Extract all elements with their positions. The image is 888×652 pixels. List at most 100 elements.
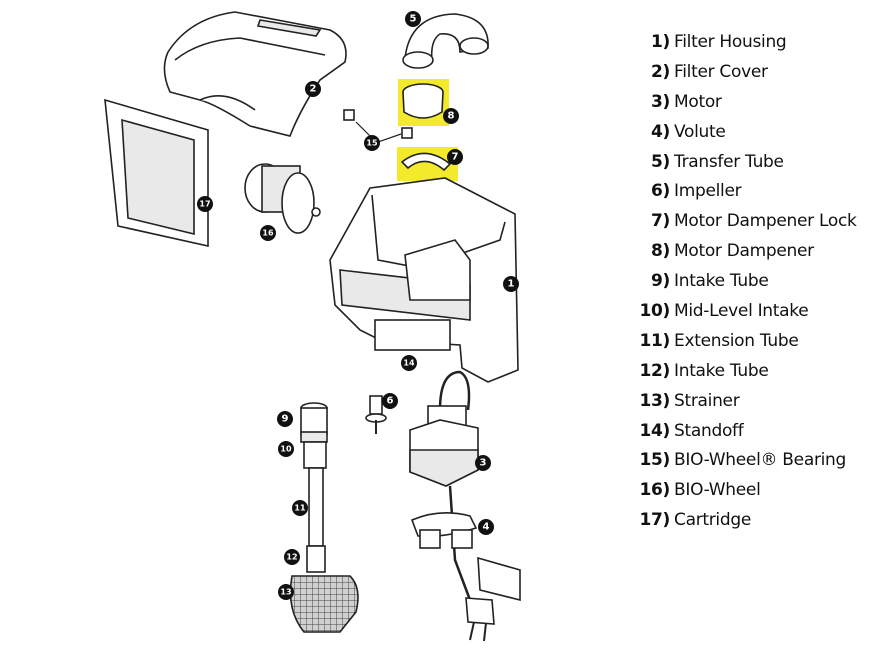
callout-3: 3 (475, 455, 491, 471)
strainer-part (289, 575, 359, 633)
impeller-part (365, 395, 387, 434)
legend-number: 10) (639, 301, 670, 322)
legend-label: Strainer (674, 390, 740, 411)
svg-text:5: 5 (410, 14, 417, 25)
svg-text:9: 9 (282, 414, 289, 425)
filter-housing-part (329, 177, 519, 383)
bio-wheel-part (244, 163, 321, 234)
legend-item: 12)Intake Tube (630, 357, 880, 387)
legend-number: 12) (639, 360, 670, 381)
legend-item: 2)Filter Cover (630, 58, 880, 88)
legend-number: 3) (651, 91, 670, 112)
legend-number: 2) (651, 61, 670, 82)
callout-5: 5 (405, 11, 421, 27)
callout-15: 15 (364, 135, 380, 151)
callout-16: 16 (260, 225, 276, 241)
volute-part (410, 512, 478, 549)
legend-label: Cartridge (674, 510, 751, 531)
legend-label: Filter Housing (674, 32, 787, 52)
legend-item: 6)Impeller (630, 177, 880, 207)
callout-9: 9 (277, 411, 293, 427)
callout-4: 4 (478, 519, 494, 535)
filter-cover-part (163, 11, 347, 137)
svg-text:17: 17 (199, 200, 210, 209)
legend-number: 11) (639, 330, 670, 351)
svg-text:12: 12 (286, 553, 297, 562)
callout-10: 10 (278, 441, 294, 457)
svg-text:7: 7 (452, 152, 459, 163)
svg-text:2: 2 (310, 84, 317, 95)
legend-item: 13)Strainer (630, 387, 880, 417)
callout-17: 17 (197, 196, 213, 212)
svg-text:14: 14 (403, 359, 415, 368)
svg-text:16: 16 (262, 229, 274, 238)
legend-number: 15) (639, 450, 670, 471)
legend-label: Motor Dampener (674, 241, 814, 262)
legend-label: Transfer Tube (674, 151, 784, 172)
svg-text:4: 4 (483, 522, 490, 533)
legend-label: Mid-Level Intake (674, 301, 809, 322)
legend-label: BIO-Wheel® Bearing (674, 450, 847, 471)
svg-text:15: 15 (366, 139, 378, 148)
motor-dampener-lock-part (397, 147, 458, 181)
legend-number: 6) (651, 181, 670, 202)
transfer-tube-part (402, 13, 489, 69)
exploded-parts-diagram: 1 2 3 4 5 6 7 8 9 10 11 12 13 14 15 16 1… (104, 11, 521, 642)
intake-tube-part (300, 402, 328, 573)
legend-number: 9) (651, 271, 670, 292)
legend-item: 8)Motor Dampener (630, 237, 880, 267)
svg-text:3: 3 (480, 458, 487, 469)
cartridge-part (104, 98, 209, 247)
svg-text:6: 6 (387, 396, 394, 407)
callout-6: 6 (382, 393, 398, 409)
legend-item: 16)BIO-Wheel (630, 476, 880, 506)
motor-dampener-part (398, 79, 449, 126)
legend-number: 7) (651, 211, 670, 232)
legend-number: 17) (639, 510, 670, 531)
callout-8: 8 (443, 108, 459, 124)
callout-2: 2 (305, 81, 321, 97)
callout-13: 13 (278, 584, 294, 600)
svg-text:11: 11 (294, 504, 306, 513)
bio-wheel-bearing-part (343, 109, 413, 143)
callout-12: 12 (284, 549, 300, 565)
legend-label: Standoff (674, 420, 744, 441)
legend-number: 8) (651, 241, 670, 262)
legend-number: 13) (639, 390, 670, 411)
legend-label: Motor (674, 91, 722, 112)
svg-text:10: 10 (280, 445, 292, 454)
legend-number: 5) (651, 151, 670, 172)
parts-legend: 1)Filter Housing 2)Filter Cover 3) Motor … (630, 28, 880, 536)
legend-number: 4) (651, 121, 670, 142)
callout-11: 11 (292, 500, 308, 516)
legend-item: 7)Motor Dampener Lock (630, 207, 880, 237)
legend-item: 1)Filter Housing (630, 28, 880, 58)
legend-item: 14)Standoff (630, 417, 880, 447)
legend-item: 9)Intake Tube (630, 267, 880, 297)
callout-14: 14 (401, 355, 417, 371)
legend-label: Motor Dampener Lock (674, 211, 857, 232)
legend-number: 16) (639, 480, 670, 501)
legend-item: 11)Extension Tube (630, 327, 880, 357)
legend-label: Impeller (674, 181, 742, 202)
svg-text:1: 1 (508, 279, 515, 290)
legend-item: 10)Mid-Level Intake (630, 297, 880, 327)
legend-label: Intake Tube (674, 271, 769, 292)
legend-number: 14) (639, 420, 670, 441)
legend-item: 5)Transfer Tube (630, 148, 880, 178)
legend-label: BIO-Wheel (674, 480, 761, 501)
legend-item: 4)Volute (630, 118, 880, 148)
svg-text:8: 8 (448, 111, 455, 122)
callout-1: 1 (503, 276, 519, 292)
legend-label: Filter Cover (674, 61, 768, 82)
legend-label: Volute (674, 121, 726, 142)
legend-label: Extension Tube (674, 330, 799, 351)
callout-7: 7 (447, 149, 463, 165)
legend-item: 15)BIO-Wheel® Bearing (630, 446, 880, 476)
legend-number: 1) (651, 32, 670, 52)
legend-item: 17)Cartridge (630, 506, 880, 536)
motor-part (409, 370, 521, 642)
svg-text:13: 13 (280, 588, 291, 597)
legend-item: 3)Motor (630, 88, 880, 118)
legend-label: Intake Tube (674, 360, 769, 381)
